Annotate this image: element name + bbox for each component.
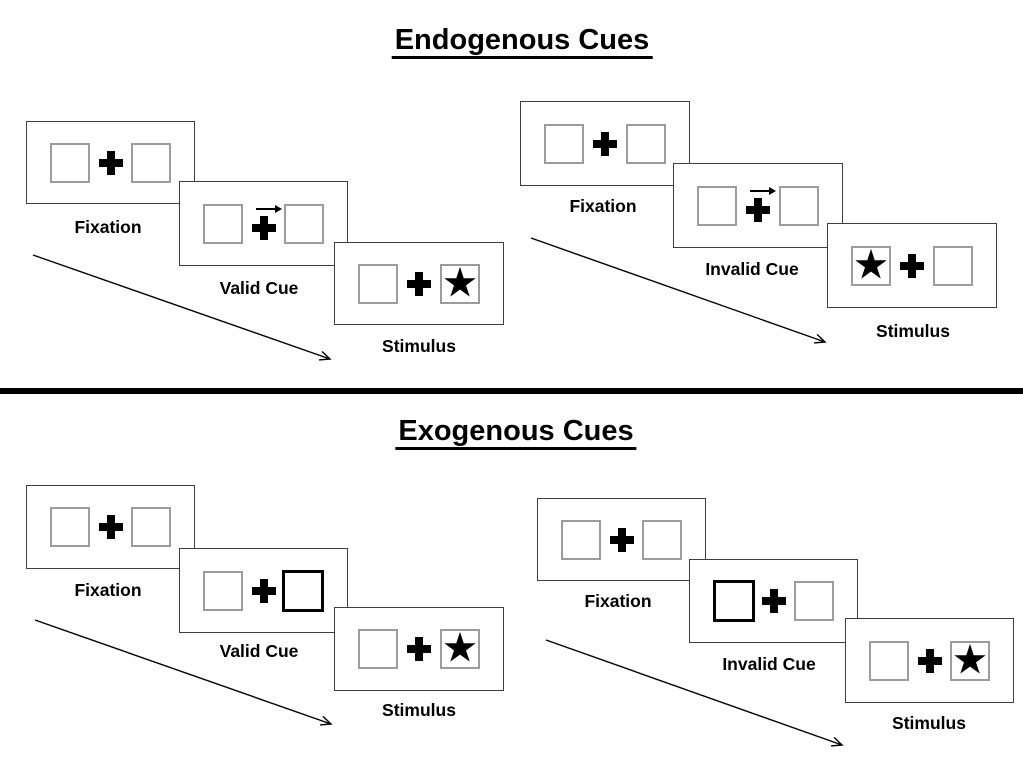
invalid-cue-screen	[689, 559, 858, 643]
valid-cue-label: Valid Cue	[219, 641, 299, 661]
stimulus-screen: ★	[827, 223, 997, 308]
valid-cue-screen	[179, 548, 348, 633]
stimulus-label: Stimulus	[892, 713, 966, 733]
stimulus-label: Stimulus	[382, 700, 456, 720]
fixation-cross-icon	[917, 648, 942, 673]
fixation-label: Fixation	[74, 217, 142, 237]
right-arrow-cue-icon	[255, 204, 282, 213]
right-placeholder-box	[284, 203, 324, 244]
timeline-arrow-exogenous-valid	[34, 619, 331, 724]
timeline-arrow-endogenous-invalid	[530, 237, 825, 342]
right-placeholder-box	[131, 507, 171, 547]
right-target-box: ★	[440, 257, 480, 306]
star-target-icon: ★	[441, 257, 479, 306]
fixation-screen	[26, 121, 195, 204]
left-placeholder-box	[203, 570, 243, 611]
right-arrow-cue-icon	[750, 186, 776, 195]
left-placeholder-box	[697, 185, 737, 226]
fixation-screen	[520, 101, 690, 186]
left-placeholder-box	[561, 519, 601, 560]
fixation-label: Fixation	[569, 196, 637, 216]
fixation-label: Fixation	[74, 580, 142, 600]
left-placeholder-box	[358, 629, 398, 669]
invalid-cue-label: Invalid Cue	[705, 259, 799, 279]
star-target-icon: ★	[852, 239, 890, 288]
stimulus-label: Stimulus	[876, 321, 950, 341]
invalid-cue-label: Invalid Cue	[722, 654, 816, 674]
left-placeholder-box	[203, 203, 243, 244]
section-divider	[0, 388, 1023, 394]
fixation-cross-icon	[407, 637, 431, 661]
fixation-cross-icon	[746, 197, 770, 222]
right-bold-cue-box	[282, 569, 324, 612]
right-placeholder-box	[794, 581, 834, 621]
valid-cue-screen	[179, 181, 348, 266]
right-placeholder-box	[626, 123, 666, 164]
fixation-cross-icon	[98, 515, 123, 539]
endogenous-section-title: Endogenous Cues	[391, 26, 653, 59]
right-target-box: ★	[440, 623, 480, 672]
fixation-label: Fixation	[584, 591, 652, 611]
fixation-screen	[537, 498, 706, 581]
right-target-box: ★	[950, 634, 990, 683]
fixation-cross-icon	[593, 131, 617, 156]
fixation-cross-icon	[609, 527, 634, 552]
left-placeholder-box	[869, 640, 909, 681]
right-placeholder-box	[131, 142, 171, 183]
left-placeholder-box	[544, 123, 584, 164]
right-placeholder-box	[642, 519, 682, 560]
stimulus-screen: ★	[845, 618, 1014, 703]
fixation-cross-icon	[761, 589, 786, 613]
fixation-cross-icon	[900, 253, 924, 278]
fixation-cross-icon	[407, 271, 431, 296]
fixation-cross-icon	[251, 578, 276, 603]
valid-cue-label: Valid Cue	[219, 278, 299, 298]
invalid-cue-screen	[673, 163, 843, 248]
left-bold-cue-box	[713, 580, 755, 622]
stimulus-screen: ★	[334, 607, 504, 691]
fixation-cross-icon	[98, 150, 123, 175]
stimulus-label: Stimulus	[382, 336, 456, 356]
left-placeholder-box	[50, 142, 90, 183]
right-placeholder-box	[779, 185, 819, 226]
timeline-arrow-endogenous-valid	[32, 254, 330, 359]
fixation-cross-icon	[251, 215, 276, 240]
star-target-icon: ★	[951, 634, 989, 683]
left-placeholder-box	[358, 263, 398, 304]
stimulus-screen: ★	[334, 242, 504, 325]
left-placeholder-box	[50, 507, 90, 547]
fixation-screen	[26, 485, 195, 569]
right-placeholder-box	[933, 245, 973, 286]
left-target-box: ★	[851, 239, 891, 288]
exogenous-section-title: Exogenous Cues	[395, 417, 637, 450]
star-target-icon: ★	[441, 623, 479, 672]
